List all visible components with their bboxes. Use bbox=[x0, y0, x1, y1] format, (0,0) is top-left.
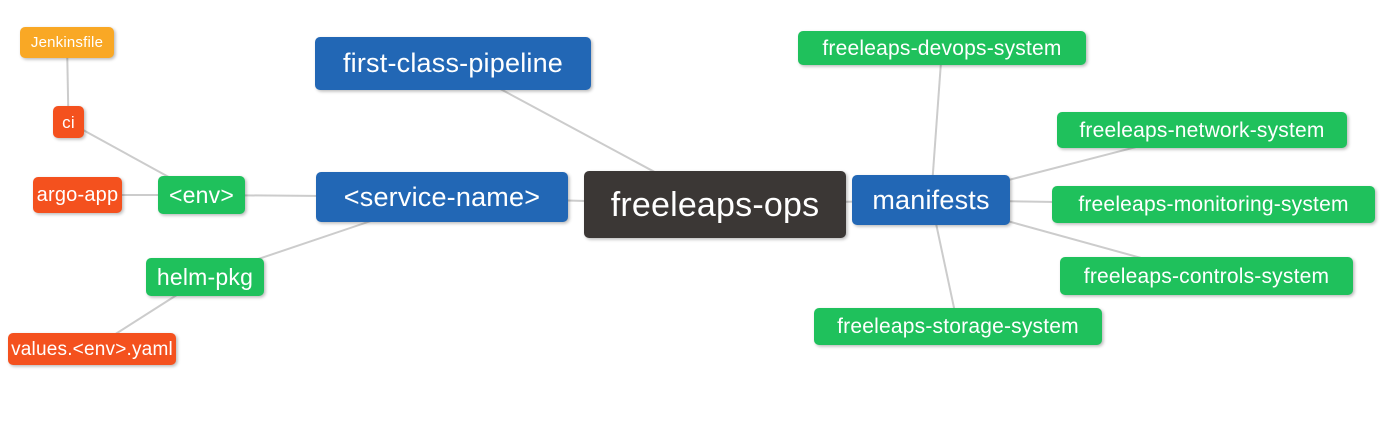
edge-manifests-to-freeleaps-devops-system bbox=[930, 47, 943, 201]
node-freeleaps-devops-system[interactable]: freeleaps-devops-system bbox=[798, 31, 1086, 65]
node-freeleaps-network-system[interactable]: freeleaps-network-system bbox=[1057, 112, 1347, 148]
node-service-name[interactable]: <service-name> bbox=[316, 172, 568, 222]
node-freeleaps-ops[interactable]: freeleaps-ops bbox=[584, 171, 846, 238]
node-freeleaps-controls-system[interactable]: freeleaps-controls-system bbox=[1060, 257, 1353, 295]
node-manifests[interactable]: manifests bbox=[852, 175, 1010, 225]
node-values-env-yaml[interactable]: values.<env>.yaml bbox=[8, 333, 176, 365]
node-helm-pkg[interactable]: helm-pkg bbox=[146, 258, 264, 296]
node-ci[interactable]: ci bbox=[53, 106, 84, 138]
node-argo-app[interactable]: argo-app bbox=[33, 177, 122, 213]
node-jenkinsfile[interactable]: Jenkinsfile bbox=[20, 27, 114, 58]
node-freeleaps-storage-system[interactable]: freeleaps-storage-system bbox=[814, 308, 1102, 345]
node-first-class-pipeline[interactable]: first-class-pipeline bbox=[315, 37, 591, 90]
node-freeleaps-monitoring-system[interactable]: freeleaps-monitoring-system bbox=[1052, 186, 1375, 223]
node-env[interactable]: <env> bbox=[158, 176, 245, 214]
